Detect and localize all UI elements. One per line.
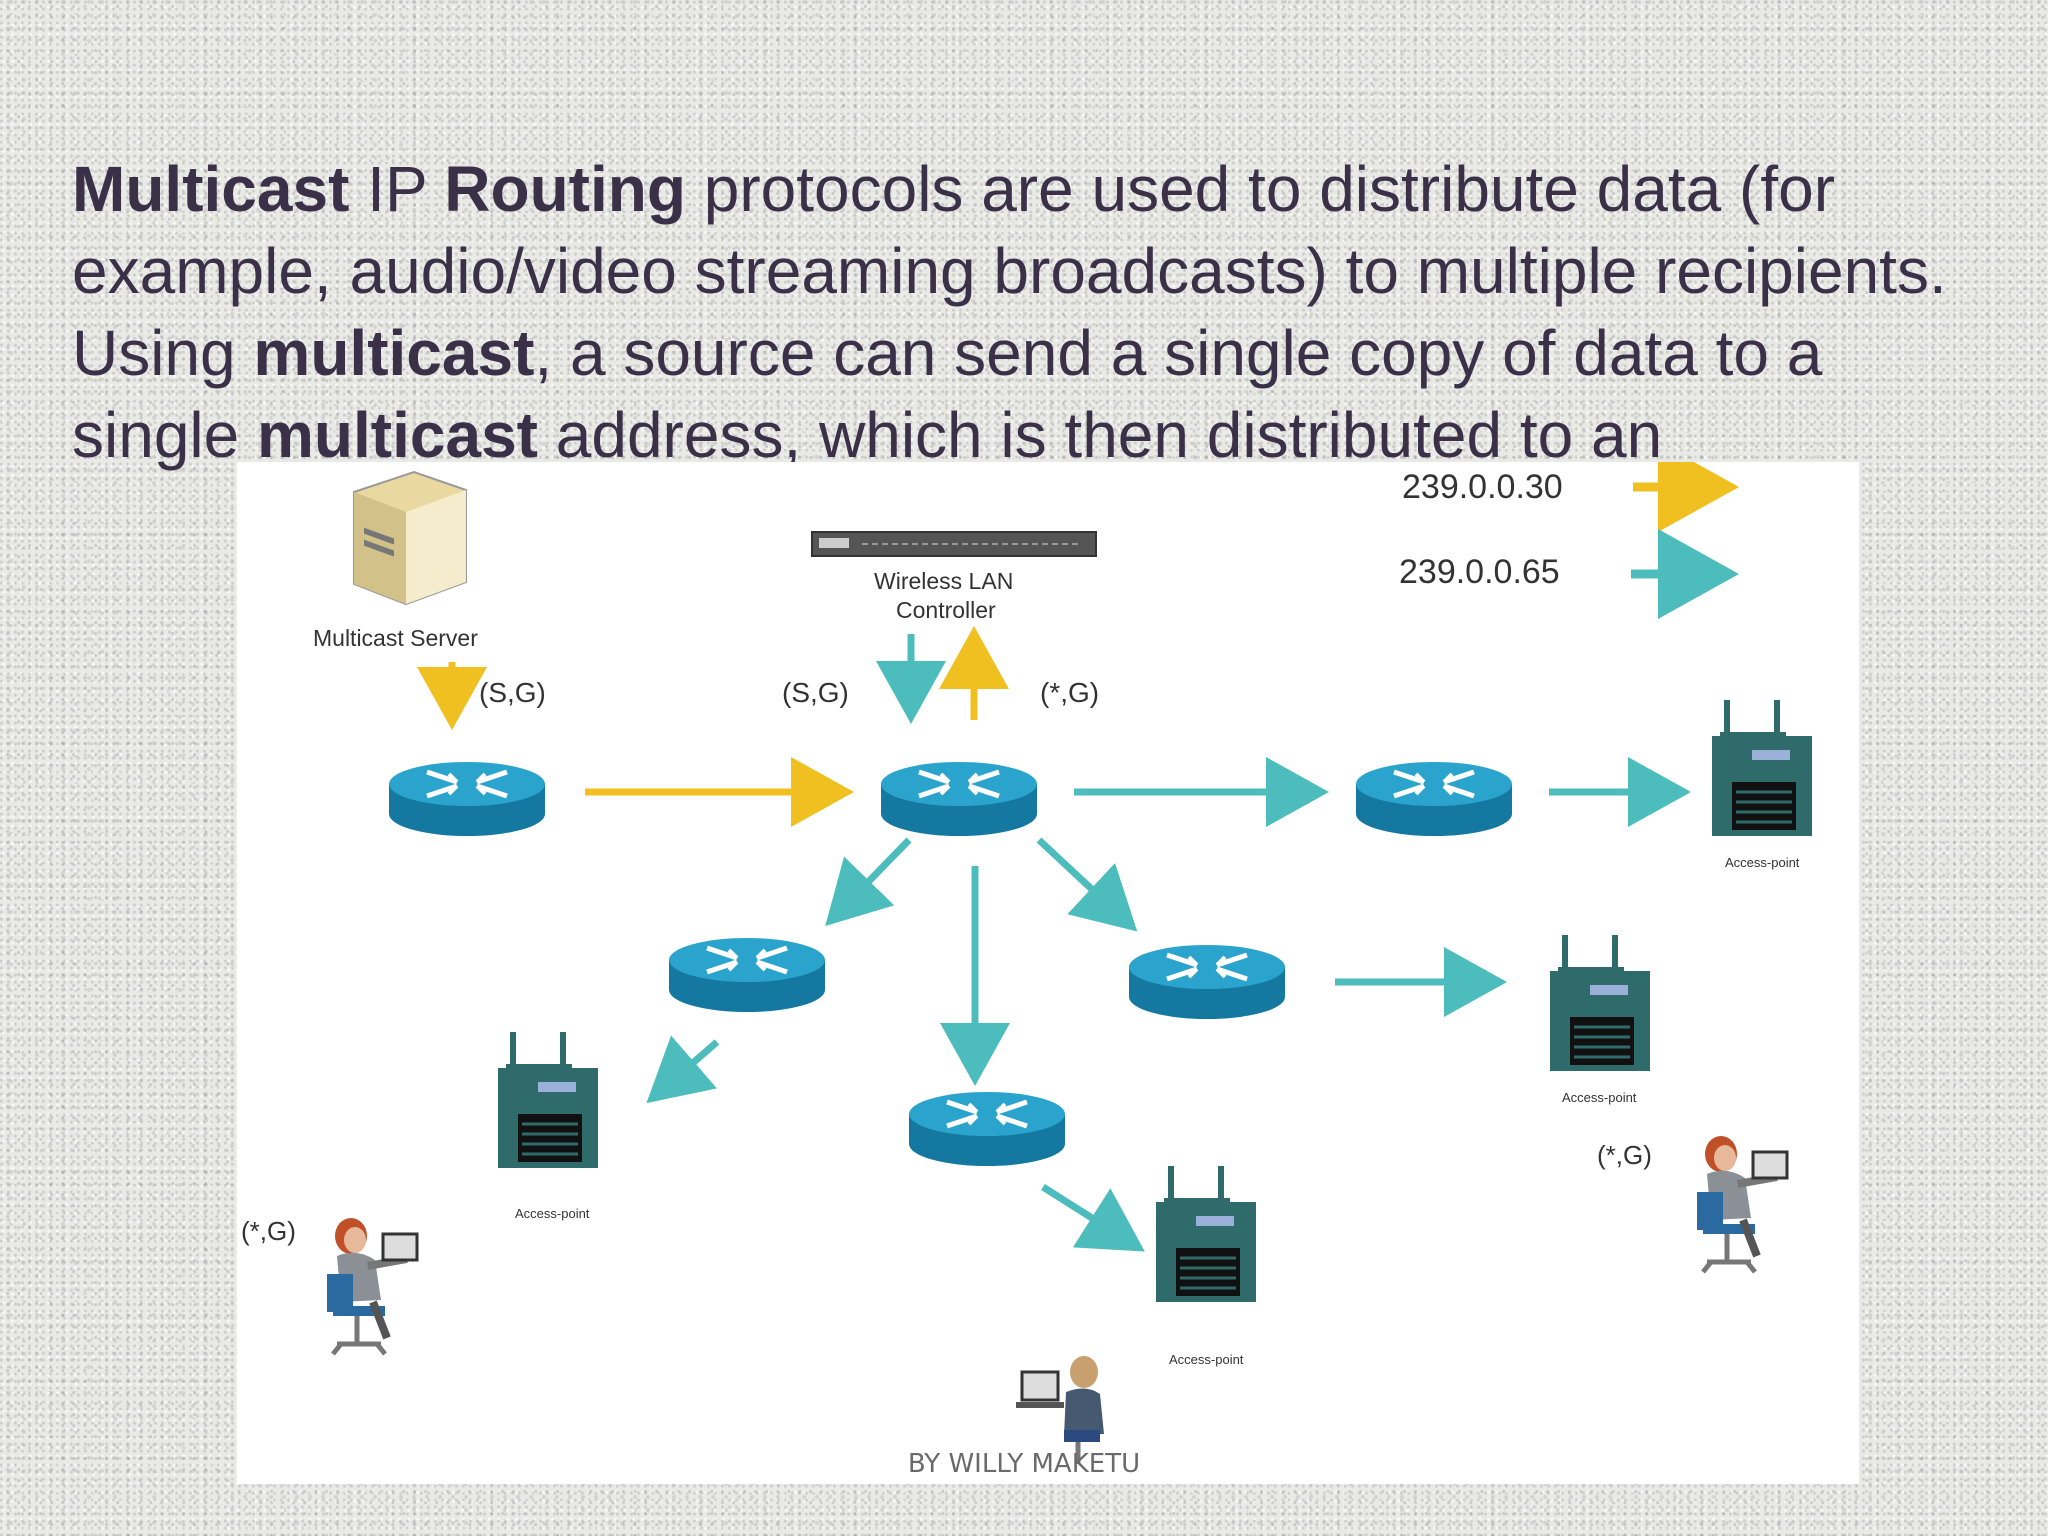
server-label: Multicast Server — [313, 625, 478, 651]
multicast-diagram: 239.0.0.30 239.0.0.65 Multicast Server (… — [237, 462, 1859, 1484]
ap-label-2: Access-point — [1562, 1090, 1637, 1105]
arrow-bottom-to-ap — [1041, 1184, 1145, 1252]
paragraph-text: protocols are used to distribute data (f… — [72, 153, 1947, 389]
arrow-core-to-lower-left — [825, 837, 912, 927]
slide-paragraph: Multicast IP Routing protocols are used … — [72, 148, 1992, 476]
sg-label-2: (S,G) — [782, 677, 849, 708]
access-point-right-middle — [1548, 933, 1652, 1073]
wlc-label-line2: Controller — [896, 597, 996, 623]
paragraph-bold-term: multicast — [253, 317, 535, 389]
paragraph-text: address, which is then distributed to an — [537, 399, 1663, 471]
star-g-label-top: (*,G) — [1040, 677, 1099, 708]
footer-credit: BY WILLY MAKETU — [907, 1449, 1141, 1479]
access-point-bottom — [1154, 1164, 1258, 1304]
paragraph-text: , a source can send a single copy of dat… — [72, 317, 1823, 471]
paragraph-bold-term: multicast — [257, 399, 538, 471]
router-core — [881, 762, 1037, 836]
user-bottom-icon — [1016, 1356, 1104, 1464]
ap-label-4: Access-point — [1169, 1352, 1244, 1367]
router-lower-left — [669, 938, 825, 1012]
sg-label-1: (S,G) — [479, 677, 546, 708]
router-lower-right — [1129, 945, 1285, 1019]
star-g-label-right: (*,G) — [1597, 1140, 1652, 1170]
access-point-right-top — [1710, 698, 1814, 838]
access-point-left — [496, 1030, 600, 1170]
router-bottom — [909, 1092, 1065, 1166]
router-right — [1356, 762, 1512, 836]
wlc-label-line1: Wireless LAN — [874, 568, 1013, 594]
legend-label-2: 239.0.0.65 — [1399, 553, 1560, 591]
paragraph-bold-term: Multicast — [72, 153, 350, 225]
user-left-icon — [327, 1218, 417, 1354]
diagram-canvas: 239.0.0.30 239.0.0.65 Multicast Server (… — [241, 462, 1814, 1464]
user-right-icon — [1697, 1136, 1787, 1272]
router-source — [389, 762, 545, 836]
server-icon — [353, 470, 467, 606]
wlc-icon — [811, 531, 1097, 557]
star-g-label-left: (*,G) — [241, 1216, 296, 1246]
legend-label-1: 239.0.0.30 — [1402, 468, 1563, 506]
ap-label-3: Access-point — [515, 1206, 590, 1221]
arrow-lower-left-to-ap — [646, 1035, 720, 1104]
arrow-core-to-lower-right — [1036, 837, 1138, 932]
ap-label-1: Access-point — [1725, 855, 1800, 870]
paragraph-bold-term: Routing — [444, 153, 686, 225]
paragraph-text: IP — [349, 153, 445, 225]
